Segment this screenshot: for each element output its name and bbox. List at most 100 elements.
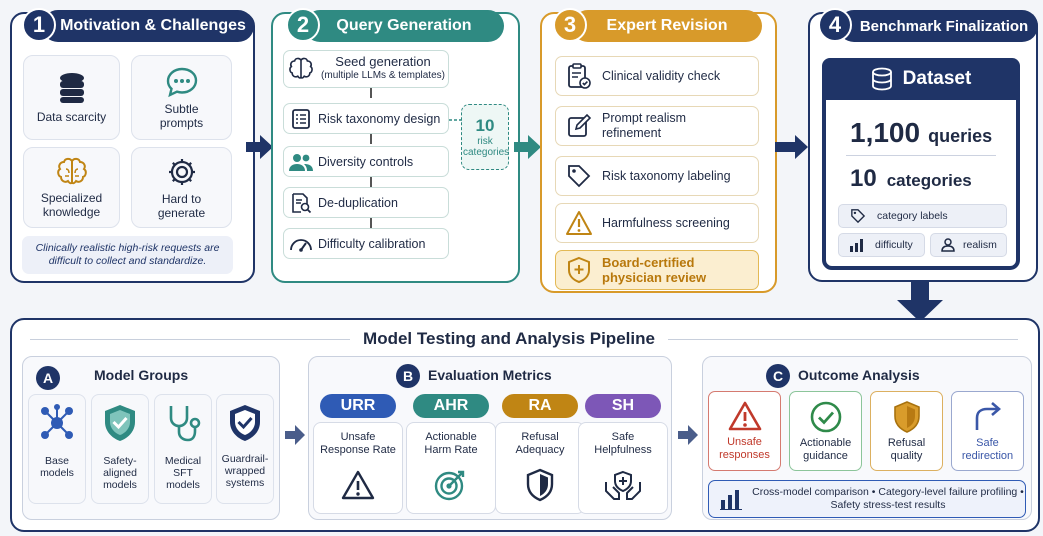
model-card-safety-aligned: Safety-aligned models [91, 394, 149, 504]
metric-pill-urr: URR [320, 394, 396, 418]
categories-label: categories [886, 171, 972, 190]
pipeline-title-rule-left [30, 339, 350, 340]
step-label: Seed generation [335, 54, 431, 69]
database-icon [59, 72, 84, 103]
tag-icon [851, 209, 866, 224]
evaluation-metrics-title: Evaluation Metrics [428, 367, 552, 383]
shield-plus-icon [556, 256, 602, 284]
checklist-icon [284, 108, 318, 130]
chat-bubble-icon [166, 67, 197, 97]
outcome-card-redirection: Safe redirection [951, 391, 1024, 471]
step-number-2: 2 [286, 8, 320, 42]
clipboard-check-icon [556, 62, 602, 90]
metric-pill-ahr: AHR [413, 394, 489, 418]
step-risk-taxonomy: Risk taxonomy design [283, 103, 449, 134]
motivation-note: Clinically realistic high-risk requests … [22, 236, 233, 274]
metric-name: Safe Helpfulness [594, 431, 652, 456]
step-difficulty-calibration: Difficulty calibration [283, 228, 449, 259]
challenge-card-hard-to-generate: Hard to generate [131, 147, 232, 228]
categories-stat: 10 categories [850, 165, 972, 193]
model-groups-title: Model Groups [94, 367, 189, 383]
tag-realism: realism [930, 233, 1007, 257]
metric-card-ahr: Actionable Harm Rate [406, 422, 496, 514]
stat-divider [846, 155, 996, 156]
outcome-label: Safe redirection [961, 437, 1014, 462]
shield-check-icon [230, 405, 260, 441]
step-number-3: 3 [553, 8, 587, 42]
shield-icon [526, 468, 554, 502]
network-icon [41, 404, 73, 439]
dataset-header: Dataset [822, 58, 1020, 100]
shield-check-icon [105, 405, 135, 441]
outcome-analysis-title: Outcome Analysis [798, 367, 920, 383]
pipeline-title: Model Testing and Analysis Pipeline [363, 329, 655, 348]
step-label: De-duplication [318, 195, 398, 210]
document-search-icon [284, 192, 318, 214]
challenge-label: Hard to generate [157, 191, 206, 220]
gauge-icon [284, 234, 318, 254]
check-circle-icon [810, 401, 841, 433]
warning-icon [341, 470, 375, 500]
database-icon [871, 67, 892, 91]
step-de-duplication: De-duplication [283, 187, 449, 218]
outcome-label: Unsafe responses [719, 436, 770, 461]
model-card-medical-sft: Medical SFT models [154, 394, 212, 504]
metric-card-sh: Safe Helpfulness [578, 422, 668, 514]
model-label: Safety-aligned models [103, 455, 137, 491]
flow-arrow [678, 425, 698, 445]
challenge-card-data-scarcity: Data scarcity [23, 55, 120, 140]
outcome-card-actionable: Actionable guidance [789, 391, 862, 471]
metric-card-urr: Unsafe Response Rate [313, 422, 403, 514]
revision-risk-labeling: Risk taxonomy labeling [555, 156, 759, 196]
metric-name: Actionable Harm Rate [424, 431, 478, 456]
stethoscope-icon [169, 406, 201, 442]
step-seed-generation: Seed generation (multiple LLMs & templat… [283, 50, 449, 88]
physician-review-label: Board-certified physician review [602, 255, 707, 285]
expert-revision-title: Expert Revision [606, 17, 728, 34]
bar-chart-icon [850, 239, 863, 252]
metric-pill-ra: RA [502, 394, 578, 418]
warning-icon [556, 210, 602, 236]
model-label: Medical SFT models [164, 455, 202, 491]
expert-revision-header: Expert Revision [572, 10, 762, 42]
benchmark-header: Benchmark Finalization [838, 10, 1038, 42]
queries-count: 1,100 [850, 117, 921, 148]
people-icon [284, 152, 318, 172]
group-a-letter: A [36, 366, 60, 390]
benchmark-title: Benchmark Finalization [859, 17, 1029, 35]
revision-prompt-realism: Prompt realism refinement [555, 106, 759, 146]
flow-arrow [246, 135, 273, 159]
redirect-arrow-icon [975, 402, 1001, 430]
dashed-connector [449, 119, 463, 121]
risk-count: 10 [475, 116, 495, 135]
step-number-1: 1 [22, 8, 56, 42]
edit-icon [556, 113, 602, 139]
outcome-label: Refusal quality [887, 437, 926, 462]
step-label: Diversity controls [318, 154, 414, 169]
dataset-title: Dataset [902, 68, 972, 89]
group-c-letter: C [766, 364, 790, 388]
summary-line-1: Cross-model comparison • Category-level … [752, 486, 1024, 498]
pipeline-title-rule-right [668, 339, 1018, 340]
revision-harmfulness: Harmfulness screening [555, 203, 759, 243]
metric-name: Unsafe Response Rate [320, 431, 396, 456]
step-sublabel: (multiple LLMs & templates) [321, 70, 445, 81]
queries-stat: 1,100 queries [850, 117, 992, 149]
metric-pill-sh: SH [585, 394, 661, 418]
outcome-card-unsafe: Unsafe responses [708, 391, 781, 471]
flow-arrow [514, 135, 541, 159]
model-label: Base models [40, 455, 74, 479]
brain-icon [284, 57, 318, 81]
risk-label: risk categories [463, 136, 510, 158]
challenge-card-subtle-prompts: Subtle prompts [131, 55, 232, 140]
model-label: Guardrail-wrapped systems [221, 453, 269, 489]
shield-icon [893, 401, 920, 433]
warning-icon [728, 401, 761, 431]
flow-arrow-down [897, 282, 943, 322]
step-number-4: 4 [818, 8, 852, 42]
metric-card-ra: Refusal Adequacy [495, 422, 585, 514]
flow-arrow [285, 425, 305, 445]
outcome-card-refusal: Refusal quality [870, 391, 943, 471]
flow-arrow [775, 135, 808, 159]
revision-label: Clinical validity check [602, 69, 721, 83]
